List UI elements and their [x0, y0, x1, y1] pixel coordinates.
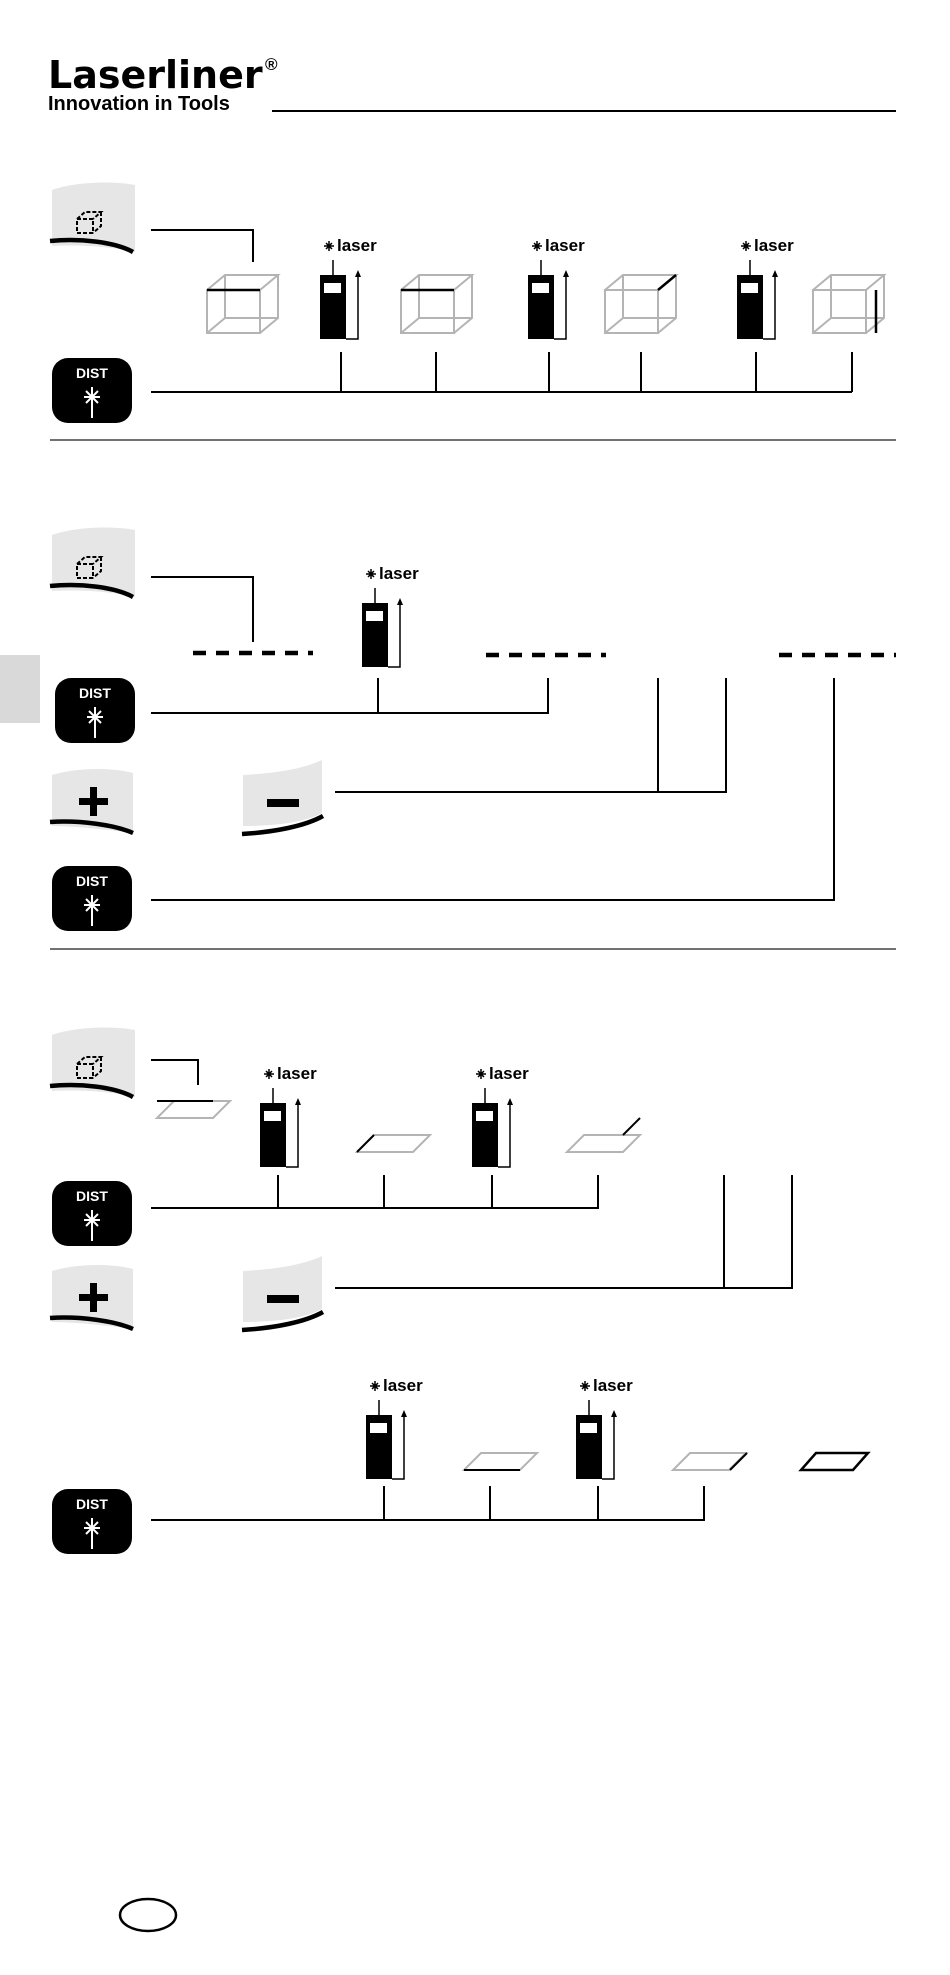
laser-device — [366, 1381, 407, 1479]
section-length: laser DIST DIST — [50, 528, 896, 931]
volume-box-icon — [813, 275, 884, 333]
volume-box-icon — [207, 275, 278, 333]
laser-device — [737, 241, 778, 339]
area-parallelogram-icon — [464, 1453, 537, 1470]
laser-device — [320, 241, 361, 339]
dist-button-label: DIST — [76, 365, 108, 381]
dist-button-label: DIST — [76, 1496, 108, 1512]
area-parallelogram-icon — [157, 1101, 230, 1118]
laser-label: laser — [593, 1376, 633, 1395]
volume-cube-icon — [50, 183, 135, 252]
laser-label: laser — [337, 236, 377, 255]
brand-logo: Laserliner — [48, 53, 263, 97]
area-parallelogram-icon — [357, 1135, 430, 1152]
registered-mark: ® — [265, 55, 278, 74]
minus-button[interactable] — [242, 760, 323, 834]
oval-badge-icon — [120, 1899, 176, 1931]
area-parallelogram-icon — [673, 1453, 746, 1470]
laser-label: laser — [489, 1064, 529, 1083]
plus-button[interactable] — [50, 769, 133, 833]
laser-device — [362, 569, 403, 667]
section-area: laser laser DIST laser laser DIST — [50, 1028, 868, 1554]
laser-device — [472, 1069, 513, 1167]
volume-cube-icon — [50, 1028, 135, 1097]
laser-label: laser — [379, 564, 419, 583]
laser-device — [576, 1381, 617, 1479]
volume-cube-icon — [50, 528, 135, 597]
laser-device — [528, 241, 569, 339]
minus-button[interactable] — [242, 1256, 323, 1330]
section-side-tab — [0, 655, 40, 723]
volume-box-icon — [401, 275, 472, 333]
area-result-icon — [801, 1453, 868, 1470]
laser-device — [260, 1069, 301, 1167]
brand-tagline: Innovation in Tools — [48, 93, 230, 115]
dist-button-label: DIST — [79, 685, 111, 701]
area-parallelogram-icon — [567, 1135, 640, 1152]
laser-label: laser — [754, 236, 794, 255]
section-volume: laser laser laser DIST — [50, 183, 884, 423]
dist-button-label: DIST — [76, 1188, 108, 1204]
laser-label: laser — [545, 236, 585, 255]
plus-button[interactable] — [50, 1265, 133, 1329]
laser-label: laser — [277, 1064, 317, 1083]
dist-button-label: DIST — [76, 873, 108, 889]
laser-label: laser — [383, 1376, 423, 1395]
